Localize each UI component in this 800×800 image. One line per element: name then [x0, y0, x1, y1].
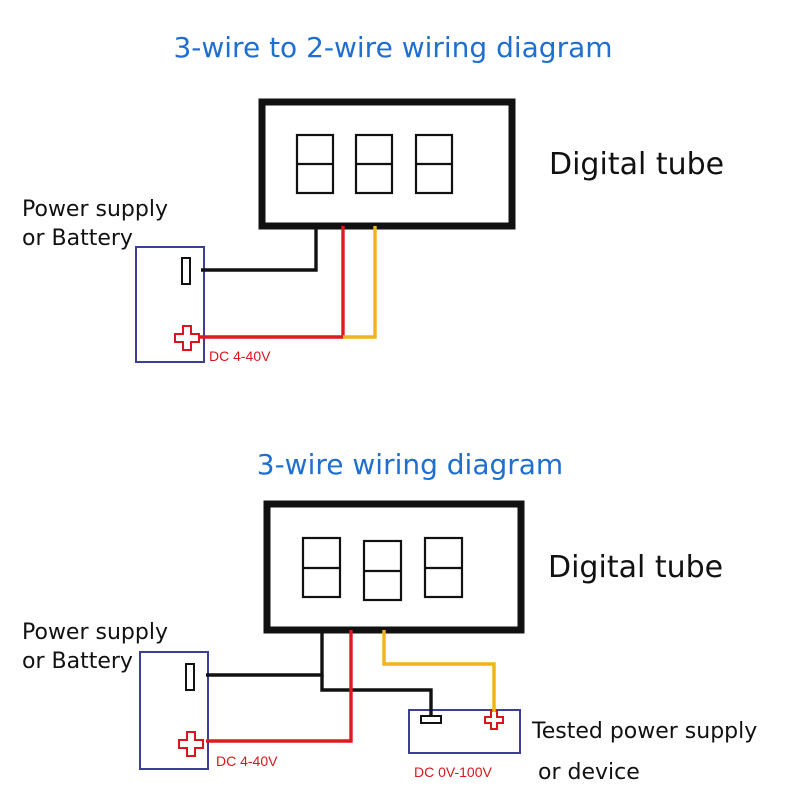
bottom-source-label-line2: or Battery	[22, 649, 133, 674]
top-digit-1	[295, 133, 335, 195]
bottom-diagram: 3-wire wiring diagram Digital tube Power…	[22, 448, 757, 785]
tested-device-label-line1: Tested power supply	[531, 719, 757, 744]
top-source-label-line2: or Battery	[22, 226, 133, 251]
bottom-source-negative-terminal	[185, 663, 195, 691]
tested-device-positive-terminal	[484, 710, 504, 730]
bottom-source-positive-terminal	[178, 731, 204, 757]
bottom-tube-digits	[301, 536, 464, 602]
bottom-digit-1	[301, 536, 342, 599]
bottom-power-source-box	[139, 651, 209, 770]
top-yellow-wire	[343, 226, 377, 339]
top-red-wire	[200, 226, 345, 339]
bottom-voltage-label: DC 4-40V	[216, 753, 278, 769]
top-source-label-line1: Power supply	[22, 197, 168, 222]
top-source-positive-terminal	[174, 325, 200, 351]
top-tube-label: Digital tube	[549, 147, 724, 182]
bottom-black-wire-to-device	[320, 675, 433, 716]
tested-voltage-label: DC 0V-100V	[414, 764, 492, 780]
tested-device-negative-terminal	[420, 715, 442, 724]
top-power-source-box	[135, 246, 205, 363]
top-black-wire	[201, 226, 318, 272]
bottom-tube-label: Digital tube	[548, 550, 723, 585]
top-digit-3	[414, 133, 454, 195]
bottom-red-wire	[206, 630, 353, 743]
top-diagram-title: 3-wire to 2-wire wiring diagram	[173, 31, 612, 64]
bottom-diagram-title: 3-wire wiring diagram	[257, 448, 563, 481]
top-diagram: 3-wire to 2-wire wiring diagram Digital …	[22, 31, 724, 364]
bottom-digit-2	[362, 539, 403, 602]
top-digit-2	[354, 133, 394, 195]
tested-device-label-line2: or device	[538, 760, 640, 785]
top-tube-digits	[295, 133, 454, 195]
top-voltage-label: DC 4-40V	[209, 348, 271, 364]
bottom-digit-3	[423, 536, 464, 599]
bottom-yellow-wire	[382, 630, 496, 712]
bottom-black-wire-to-source	[206, 630, 324, 677]
bottom-source-label-line1: Power supply	[22, 620, 168, 645]
top-source-negative-terminal	[181, 257, 191, 285]
